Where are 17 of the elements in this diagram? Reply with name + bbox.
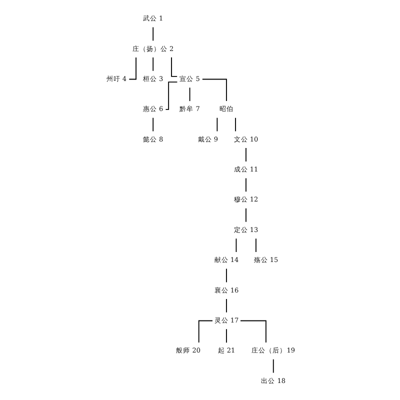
connector [152, 117, 154, 132]
connector [202, 78, 227, 102]
connector [198, 320, 213, 343]
connector [171, 56, 178, 77]
connector [128, 57, 136, 80]
connector [236, 238, 237, 252]
connector [216, 117, 218, 132]
connector [165, 82, 178, 110]
connector [240, 320, 266, 343]
connector [272, 358, 274, 374]
connector [235, 117, 236, 132]
connector [226, 298, 227, 313]
connector [226, 268, 227, 283]
connector [226, 328, 227, 344]
connector [152, 57, 154, 72]
connector [152, 26, 154, 42]
connector [189, 87, 190, 102]
